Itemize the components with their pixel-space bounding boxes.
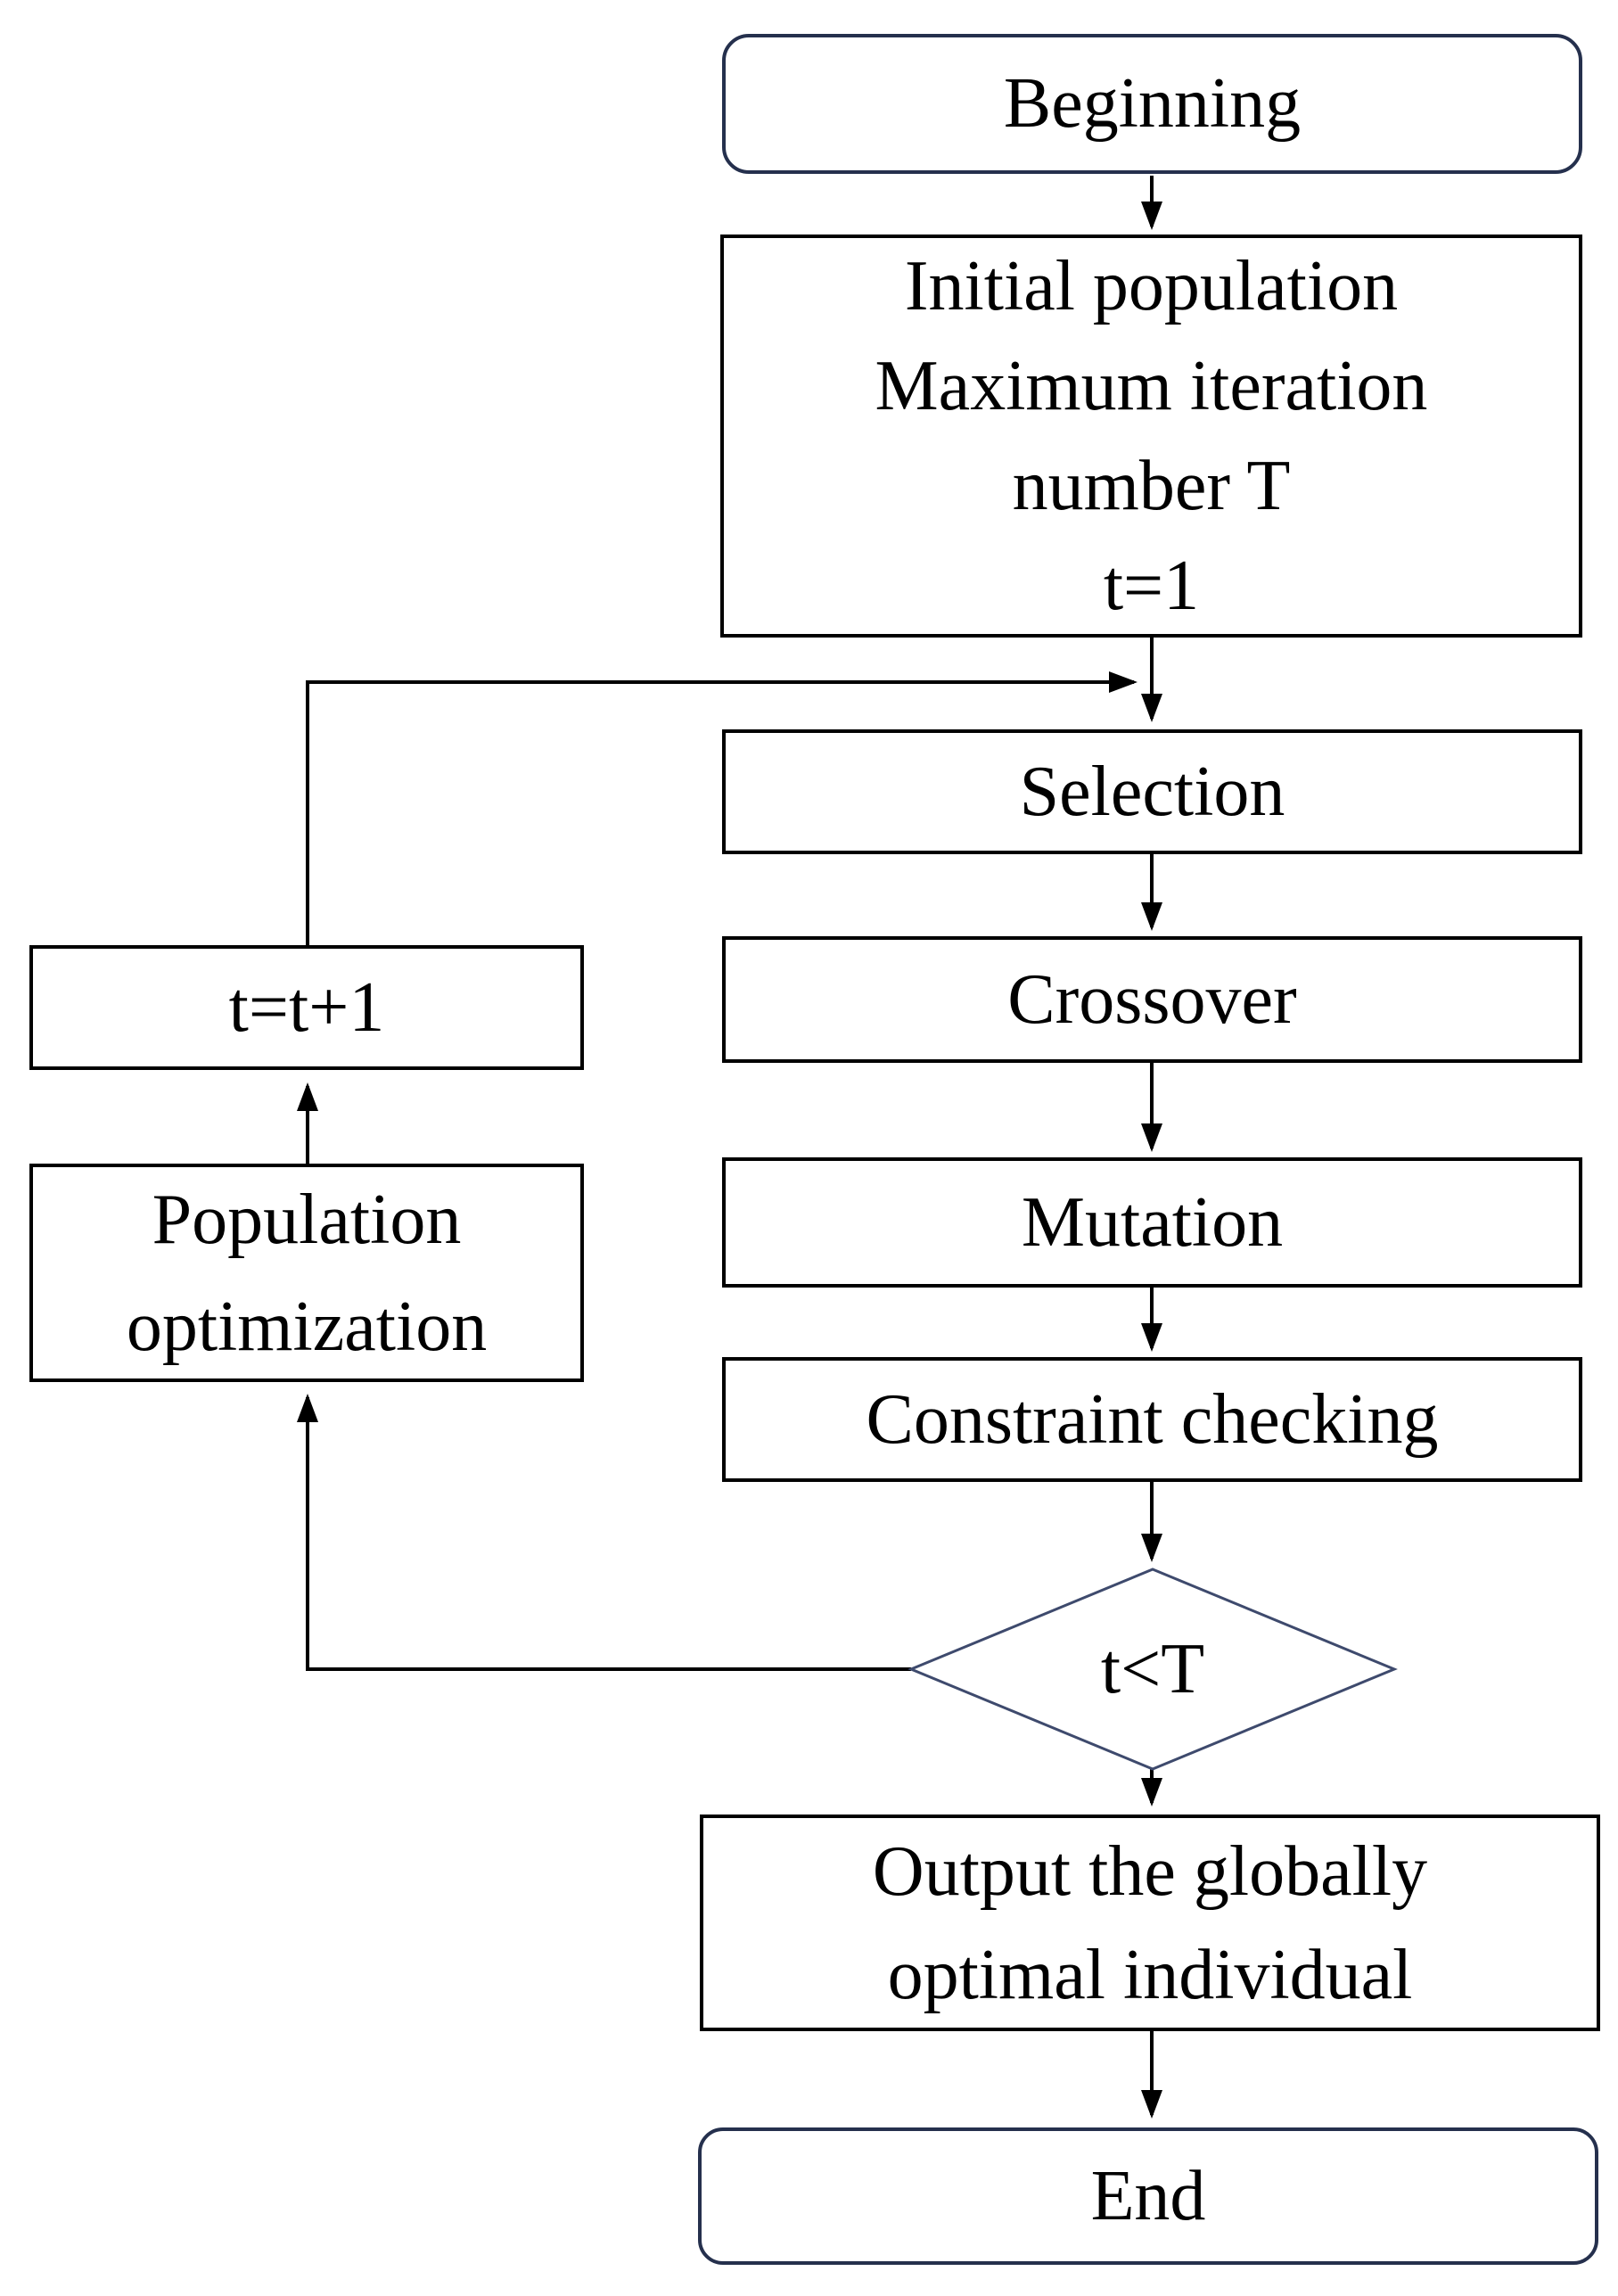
node-decision-label: t<T	[1100, 1629, 1205, 1708]
node-output-line: optimal individual	[887, 1935, 1413, 2014]
node-mutation: Mutation	[722, 1157, 1582, 1288]
decision-diamond-shape	[908, 1568, 1398, 1771]
node-end-label: End	[1090, 2156, 1206, 2235]
node-constraint-checking-label: Constraint checking	[866, 1379, 1439, 1459]
node-beginning: Beginning	[722, 34, 1582, 174]
node-population-optimization: Population optimization	[29, 1164, 584, 1382]
node-end: End	[698, 2127, 1598, 2265]
node-mutation-label: Mutation	[1021, 1182, 1284, 1262]
node-selection: Selection	[722, 729, 1582, 854]
node-increment-label: t=t+1	[228, 967, 385, 1047]
node-beginning-label: Beginning	[1003, 64, 1302, 144]
node-population-optimization-line: Population	[152, 1180, 462, 1259]
node-crossover: Crossover	[722, 936, 1582, 1063]
node-population-optimization-line: optimization	[126, 1287, 488, 1366]
node-selection-label: Selection	[1019, 752, 1285, 831]
node-output-line: Output the globally	[872, 1831, 1428, 1911]
node-output: Output the globally optimal individual	[700, 1815, 1600, 2031]
node-initial-population-line: Maximum iteration	[875, 347, 1428, 425]
node-initial-population-line: number T	[1012, 447, 1291, 525]
node-crossover-label: Crossover	[1007, 959, 1297, 1039]
node-increment: t=t+1	[29, 945, 584, 1070]
node-initial-population-line: t=1	[1103, 547, 1200, 625]
edge-increment-selection-loop	[306, 671, 1138, 945]
node-initial-population-line: Initial population	[904, 247, 1399, 325]
node-constraint-checking: Constraint checking	[722, 1357, 1582, 1482]
edge-decision-popopt-loop	[297, 1394, 911, 1671]
node-decision: t<T	[911, 1569, 1394, 1769]
node-initial-population: Initial population Maximum iteration num…	[720, 235, 1582, 638]
